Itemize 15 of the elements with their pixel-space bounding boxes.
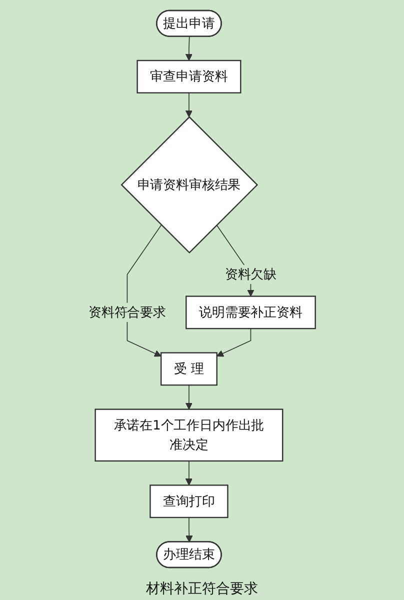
node-diamond: 申请资料审核结果 (120, 116, 258, 254)
node-box: 审查申请资料 (136, 60, 242, 94)
node-box: 承诺在1个工作日内作出批准决定 (94, 408, 284, 462)
arrow (186, 36, 193, 61)
arrow (186, 517, 193, 542)
node-box: 说明需要补正资料 (186, 296, 316, 330)
node-box: 受 理 (160, 352, 218, 386)
arrow (186, 460, 193, 486)
arrow (186, 92, 193, 118)
edge-label: 资料欠缺 (224, 266, 277, 282)
node-box: 查询打印 (150, 484, 228, 518)
edge-label: 资料符合要求 (88, 304, 166, 320)
arrow (186, 384, 193, 410)
arrow (216, 328, 252, 357)
annotation-text: 材料补正符合要求 (146, 580, 258, 598)
